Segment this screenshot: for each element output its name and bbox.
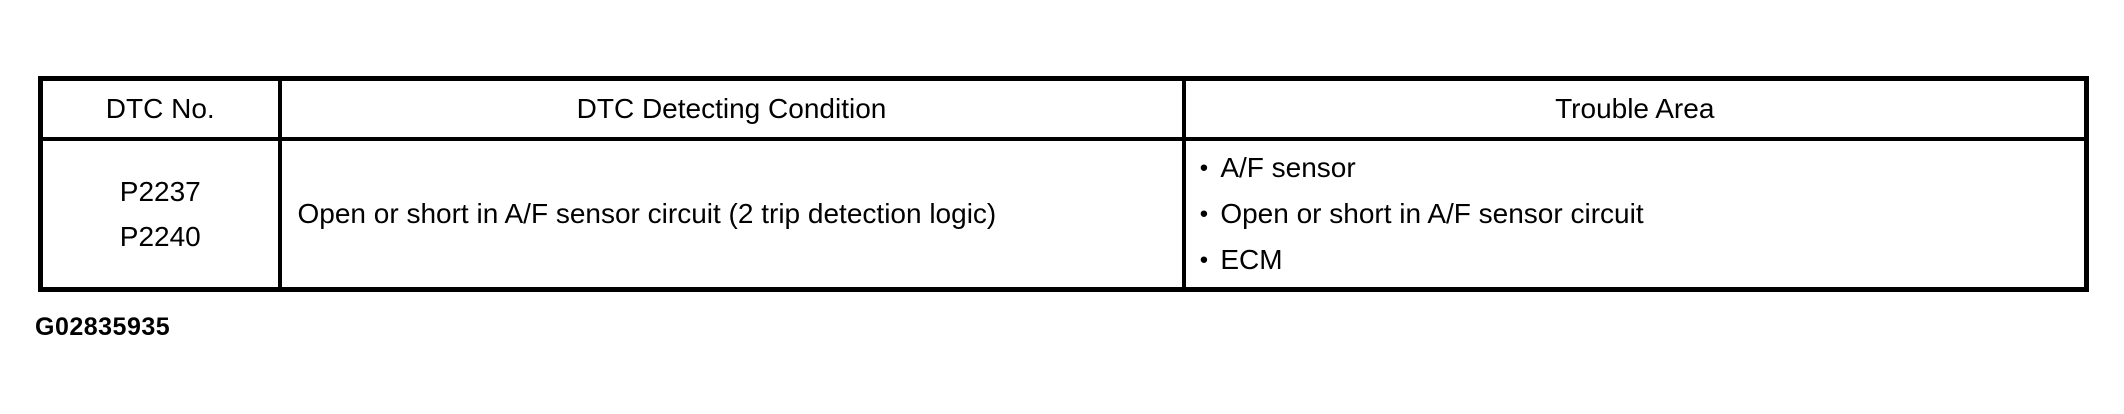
trouble-area-text: A/F sensor bbox=[1220, 151, 1356, 183]
col-header-trouble-area: Trouble Area bbox=[1181, 76, 2089, 141]
dtc-code: P2237 bbox=[119, 175, 201, 207]
figure-code: G02835935 bbox=[35, 313, 171, 341]
bullet-icon: • bbox=[1199, 200, 1208, 227]
table-row: P2237 P2240 Open or short in A/F sensor … bbox=[38, 136, 2089, 292]
header-row: DTC No. DTC Detecting Condition Trouble … bbox=[38, 76, 2089, 141]
bullet-icon: • bbox=[1199, 154, 1208, 181]
bullet-icon: • bbox=[1199, 246, 1208, 273]
dtc-table: DTC No. DTC Detecting Condition Trouble … bbox=[38, 76, 2089, 292]
col-header-dtc-no: DTC No. bbox=[38, 76, 282, 141]
dtc-code: P2240 bbox=[119, 220, 201, 252]
detecting-condition-cell: Open or short in A/F sensor circuit (2 t… bbox=[277, 136, 1186, 292]
trouble-area-text: ECM bbox=[1220, 243, 1283, 275]
dtc-no-cell: P2237 P2240 bbox=[38, 136, 282, 292]
trouble-area-cell: • A/F sensor • Open or short in A/F sensor… bbox=[1181, 136, 2089, 292]
trouble-area-item: • A/F sensor bbox=[1199, 145, 2075, 191]
col-header-detecting-condition: DTC Detecting Condition bbox=[277, 76, 1186, 141]
trouble-area-item: • Open or short in A/F sensor circuit bbox=[1199, 191, 2075, 237]
trouble-area-item: • ECM bbox=[1199, 237, 2075, 283]
trouble-area-text: Open or short in A/F sensor circuit bbox=[1220, 197, 1644, 229]
